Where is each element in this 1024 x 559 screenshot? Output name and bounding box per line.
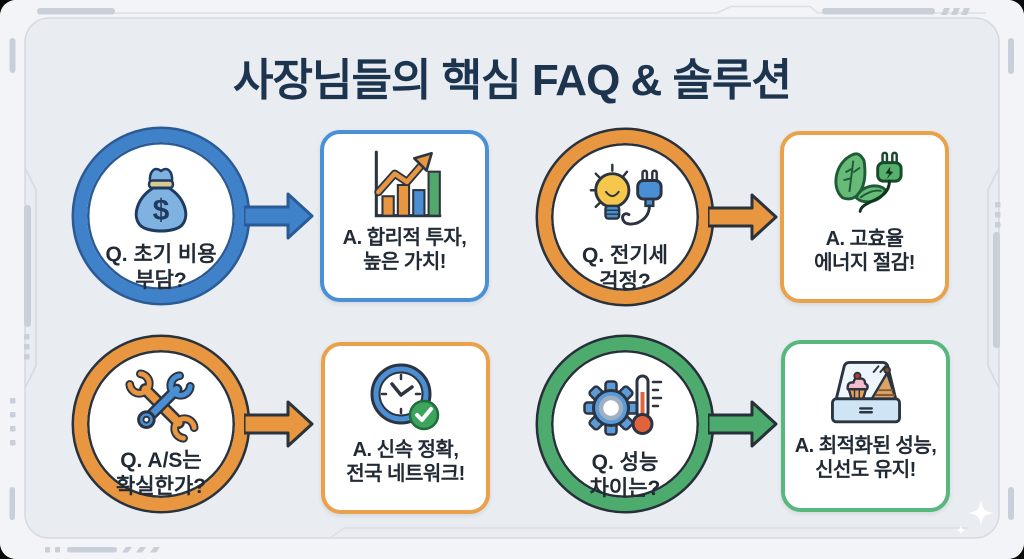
svg-text:$: $ (153, 194, 170, 227)
question-circle: Q. 성능 차이는? (538, 337, 712, 511)
answer-text: A. 합리적 투자, 높은 가치! (342, 227, 467, 274)
question-circle: Q. A/S는 확실한가? (74, 337, 248, 511)
answer-box: A. 합리적 투자, 높은 가치! (320, 130, 489, 302)
page-title: 사장님들의 핵심 FAQ & 솔루션 (233, 56, 792, 105)
answer-box: A. 신속 정확, 전국 네트워크! (321, 342, 490, 514)
answer-box: A. 최적화된 성능, 신선도 유지! (781, 340, 950, 512)
answer-text: A. 최적화된 성능, 신선도 유지! (794, 435, 937, 482)
arrow-right-icon (708, 400, 778, 448)
question-circle: Q. 전기세 걱정? (538, 130, 712, 304)
question-text: Q. 성능 차이는? (589, 451, 661, 500)
question-text: Q. 전기세 걱정? (582, 244, 668, 293)
sparkle-icon (956, 500, 994, 535)
clock-check-icon (370, 363, 439, 431)
arrow-right-icon (244, 400, 314, 448)
answer-box: A. 고효율 에너지 절감! (780, 131, 949, 303)
question-text: Q. 초기 비용 부담? (105, 243, 217, 292)
question-circle: $ Q. 초기 비용 부담? (74, 129, 248, 303)
gear-thermometer-icon (583, 374, 663, 436)
arrow-right-icon (708, 193, 778, 241)
answer-text: A. 고효율 에너지 절감! (814, 228, 915, 275)
wrench-tools-icon (125, 369, 199, 443)
display-case-icon (830, 360, 901, 424)
arrow-right-icon (244, 192, 314, 240)
question-text: Q. A/S는 확실한가? (115, 449, 207, 498)
answer-text: A. 신속 정확, 전국 네트워크! (346, 439, 465, 486)
frame-pills (9, 8, 1014, 553)
leaf-plug-icon (833, 151, 903, 213)
money-bag-icon: $ (134, 167, 188, 233)
bulb-plug-icon (589, 163, 663, 226)
growth-chart-icon (373, 150, 441, 218)
